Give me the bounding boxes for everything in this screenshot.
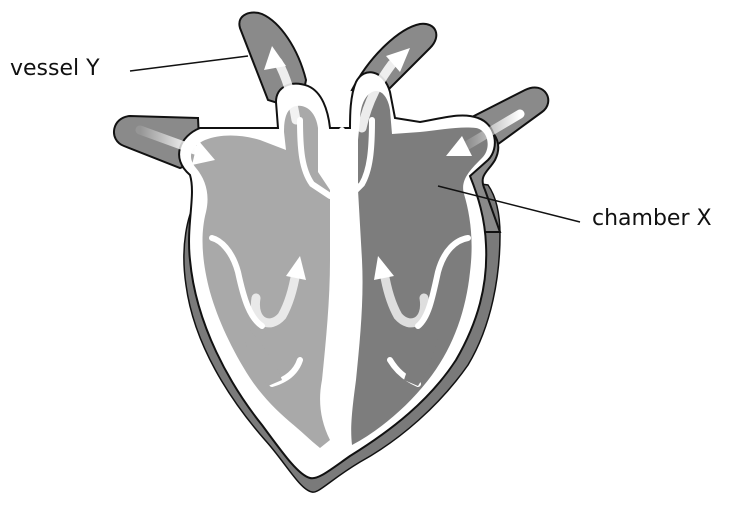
vessel-y-label: vessel Y	[10, 58, 100, 80]
chamber-x-label: chamber X	[592, 208, 712, 230]
vessel-y-leader	[130, 56, 248, 71]
